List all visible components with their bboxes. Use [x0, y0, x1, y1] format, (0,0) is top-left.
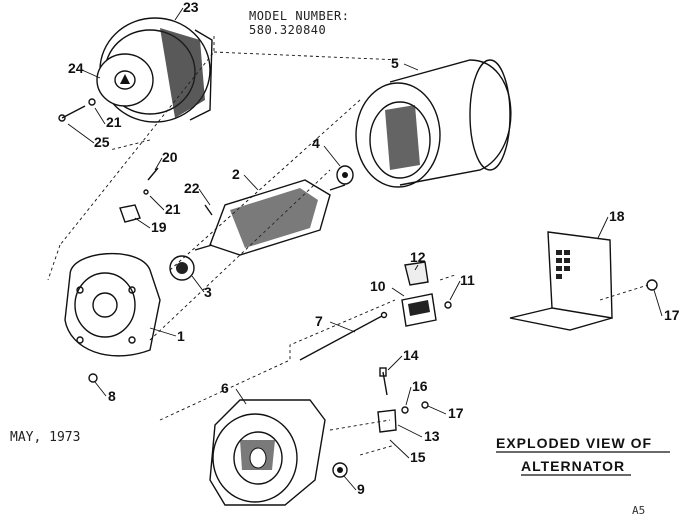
callout-17-right: 17 — [664, 307, 680, 323]
callout-9: 9 — [357, 481, 365, 497]
callout-17-bottom: 17 — [448, 405, 464, 421]
callout-15: 15 — [410, 449, 426, 465]
regulator-plate — [509, 231, 613, 331]
terminal-hardware-group — [332, 367, 429, 478]
callout-12: 12 — [410, 249, 426, 265]
bolt-washer-top — [58, 98, 96, 122]
callout-18: 18 — [609, 208, 625, 224]
model-number: 580.320840 — [249, 23, 326, 37]
stator-housing — [355, 59, 512, 188]
callout-6: 6 — [221, 380, 229, 396]
callout-21-mid: 21 — [165, 201, 181, 217]
screw-part-17-right — [646, 279, 658, 291]
title-line-1: EXPLODED VIEW OF — [496, 435, 652, 451]
callout-25: 25 — [94, 134, 110, 150]
small-hardware-group — [119, 167, 213, 223]
callout-labels: 23 24 21 25 20 21 19 22 2 4 5 3 1 8 7 12… — [68, 0, 680, 497]
callout-8: 8 — [108, 388, 116, 404]
bearing-part-4 — [336, 165, 354, 185]
callout-21-top: 21 — [106, 114, 122, 130]
callout-5: 5 — [391, 55, 399, 71]
callout-10: 10 — [370, 278, 386, 294]
spacer-part-3 — [169, 255, 195, 281]
callout-16: 16 — [412, 378, 428, 394]
callout-13: 13 — [424, 428, 440, 444]
front-end-plate — [64, 252, 161, 357]
nut-part-8 — [88, 373, 98, 383]
model-label: MODEL NUMBER: — [249, 9, 349, 23]
fan-pulley-assembly — [96, 17, 213, 123]
rear-end-housing — [209, 399, 326, 506]
callout-7: 7 — [315, 313, 323, 329]
callout-20: 20 — [162, 149, 178, 165]
callout-4: 4 — [312, 135, 320, 151]
callout-11: 11 — [460, 272, 475, 288]
callout-23: 23 — [183, 0, 199, 15]
callout-3: 3 — [204, 284, 212, 300]
callout-24: 24 — [68, 60, 84, 76]
title-line-2: ALTERNATOR — [521, 458, 625, 474]
rotor-armature — [194, 179, 346, 256]
through-bolt-part-7 — [299, 311, 388, 361]
brush-holder-assembly — [401, 261, 452, 327]
callout-14: 14 — [403, 347, 419, 363]
date-label: MAY, 1973 — [10, 430, 80, 445]
callout-1: 1 — [177, 328, 185, 344]
callout-19: 19 — [151, 219, 167, 235]
page-code: A5 — [632, 504, 645, 516]
callout-2: 2 — [232, 166, 240, 182]
leader-lines — [67, 7, 663, 491]
callout-22: 22 — [184, 180, 200, 196]
